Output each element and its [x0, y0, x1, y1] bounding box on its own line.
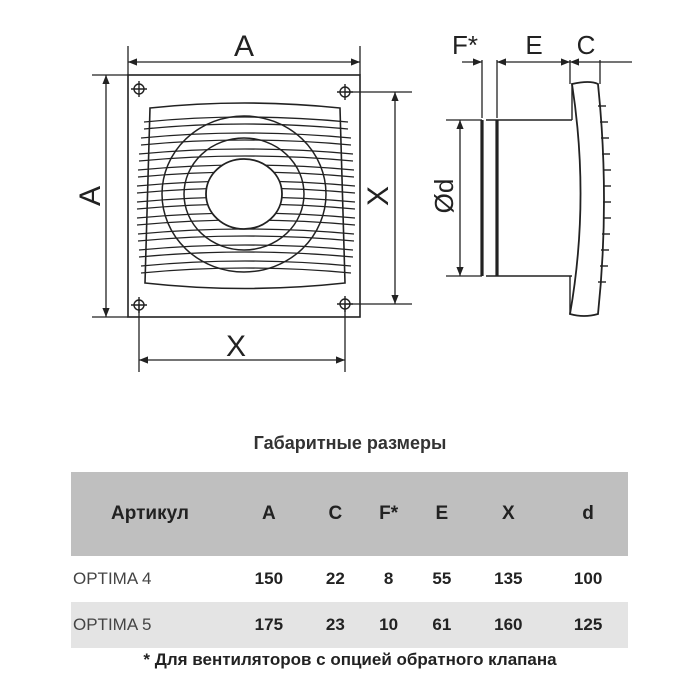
cell-e: 55: [432, 569, 452, 588]
table-header-row: Артикул A C F* E X d: [71, 472, 628, 556]
header-c: C: [308, 472, 362, 556]
label-side-d: Ød: [429, 179, 459, 214]
label-height-left: A: [74, 186, 107, 206]
header-f: F*: [361, 472, 416, 556]
cell-model: OPTIMA 5: [71, 602, 229, 648]
front-dimensions: [92, 46, 412, 372]
front-plate-outline: [127, 74, 361, 318]
grille-ring-middle: [183, 137, 305, 251]
label-side-f: F*: [452, 30, 478, 60]
front-view: [127, 74, 361, 318]
cell-c: 22: [325, 569, 345, 588]
footnote: * Для вентиляторов с опцией обратного кл…: [143, 650, 557, 669]
cell-d: 125: [548, 602, 628, 648]
table-row: OPTIMA 5 175 23 10 61 160 125: [71, 602, 628, 648]
header-d: d: [548, 472, 628, 556]
cell-model: OPTIMA 4: [73, 569, 152, 588]
label-hole-right: X: [362, 186, 395, 206]
housing-body: [568, 81, 605, 317]
header-article: Артикул: [71, 472, 229, 556]
technical-drawing: A A X X F* E C Ød: [74, 30, 632, 372]
cell-c: 23: [308, 602, 362, 648]
cell-a: 150: [254, 569, 284, 588]
grille-frame: [144, 102, 346, 290]
dimensions-table: Артикул A C F* E X d OPTIMA 4 150 22 8 5…: [71, 472, 628, 648]
label-side-c: C: [577, 30, 596, 60]
cell-x: 160: [468, 602, 549, 648]
table-title: Габаритные размеры: [253, 433, 447, 453]
grille-ring-outer: [161, 115, 327, 273]
cell-f: 10: [361, 602, 416, 648]
label-side-e: E: [525, 30, 542, 60]
cell-d: 100: [573, 569, 603, 588]
cell-f: 8: [383, 569, 394, 588]
header-a: A: [229, 472, 309, 556]
grille-ring-inner: [205, 158, 283, 230]
table-row: OPTIMA 4 150 22 8 55 135 100: [71, 556, 628, 602]
side-dimensions: [446, 58, 632, 277]
header-x: X: [468, 472, 549, 556]
header-e: E: [415, 472, 469, 556]
label-hole-bottom: X: [226, 330, 246, 363]
cell-x: 135: [494, 569, 523, 588]
cell-e: 61: [415, 602, 469, 648]
label-width-top: A: [234, 30, 254, 63]
side-louvers: [598, 105, 611, 283]
side-view: [480, 60, 611, 317]
cell-a: 175: [229, 602, 309, 648]
